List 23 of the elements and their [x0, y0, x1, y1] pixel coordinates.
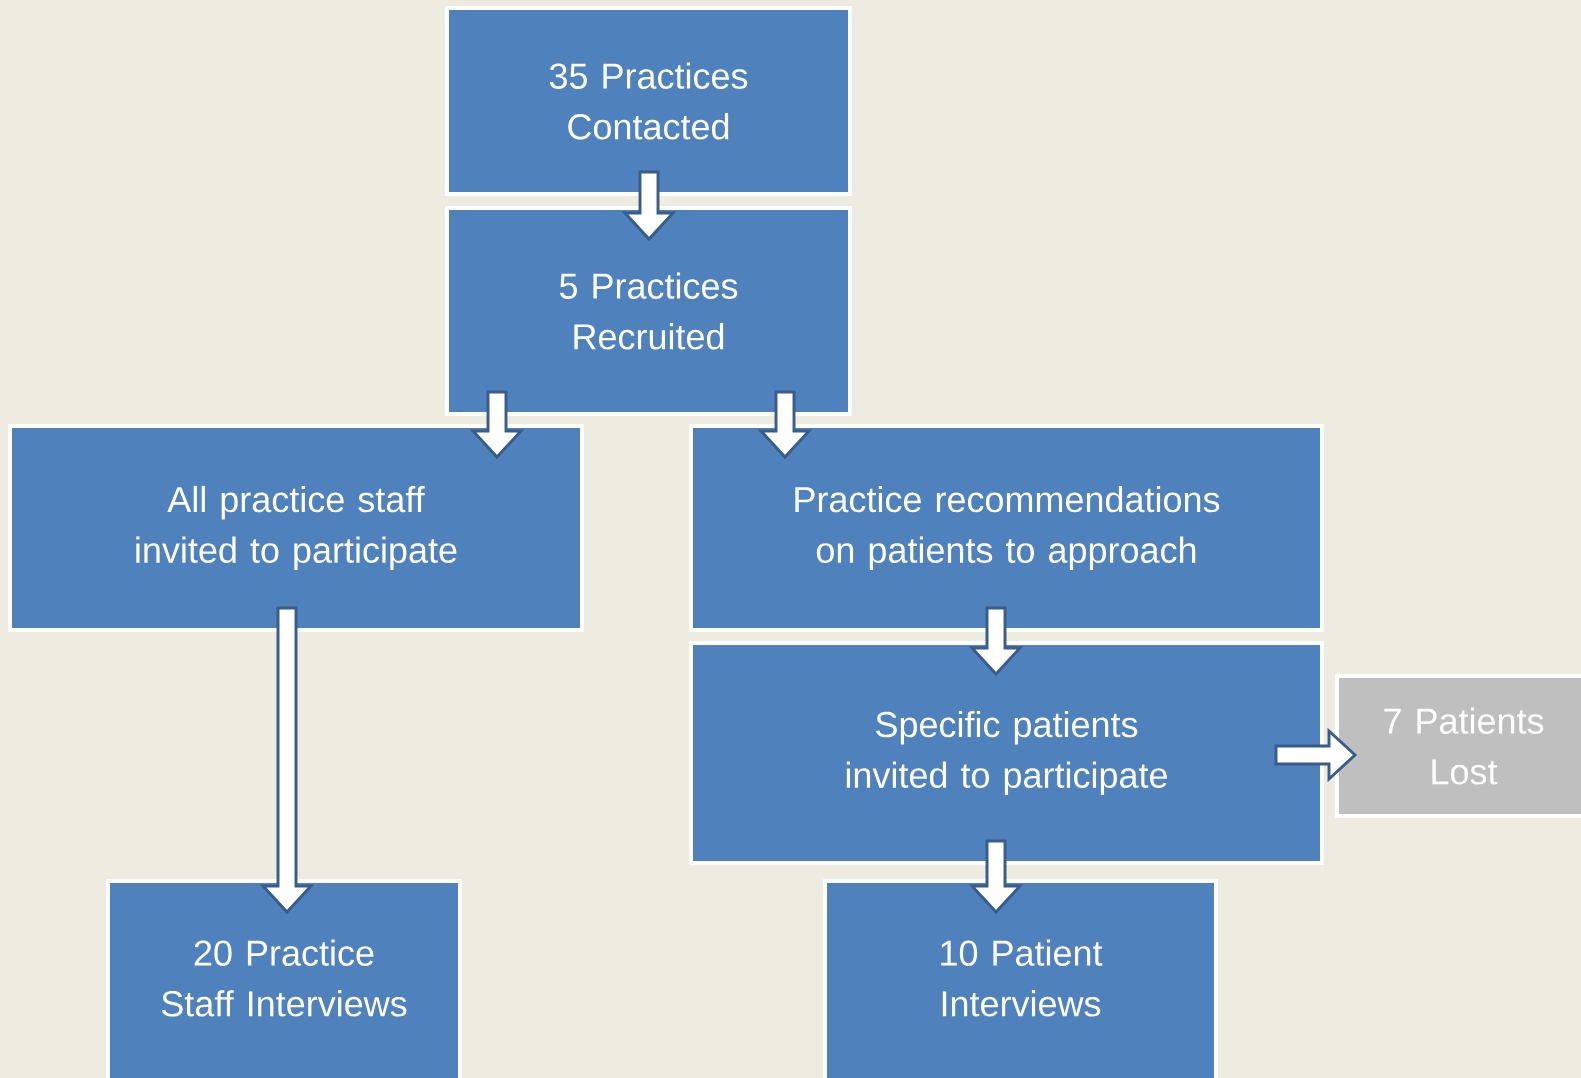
block-arrow: [469, 390, 525, 460]
box-text: 5 Practices Recruited: [559, 272, 738, 350]
box-text: 35 Practices Contacted: [549, 62, 748, 140]
block-arrow: [259, 606, 315, 915]
block-arrow: [757, 390, 813, 460]
block-arrow: [968, 606, 1024, 677]
process-box: [445, 206, 852, 416]
process-box: [445, 6, 852, 196]
box-text: All practice staff invited to participate: [136, 485, 457, 571]
block-arrow: [1274, 727, 1358, 783]
process-box: [689, 424, 1324, 632]
box-text: 20 Practice Staff Interviews: [161, 939, 407, 1017]
process-box: [1335, 674, 1581, 818]
box-text: 10 Patient Interviews: [941, 939, 1103, 1017]
box-text: Specific patients invited to participate: [846, 710, 1167, 796]
block-arrow: [968, 839, 1024, 915]
box-text: Practice recommendations on patients to approach: [795, 485, 1220, 571]
process-box: [8, 424, 584, 632]
process-box: [106, 879, 462, 1078]
block-arrow: [621, 170, 677, 242]
process-box: [689, 641, 1324, 865]
box-text: 7 Patients Lost: [1384, 707, 1544, 785]
process-box: [823, 879, 1218, 1078]
